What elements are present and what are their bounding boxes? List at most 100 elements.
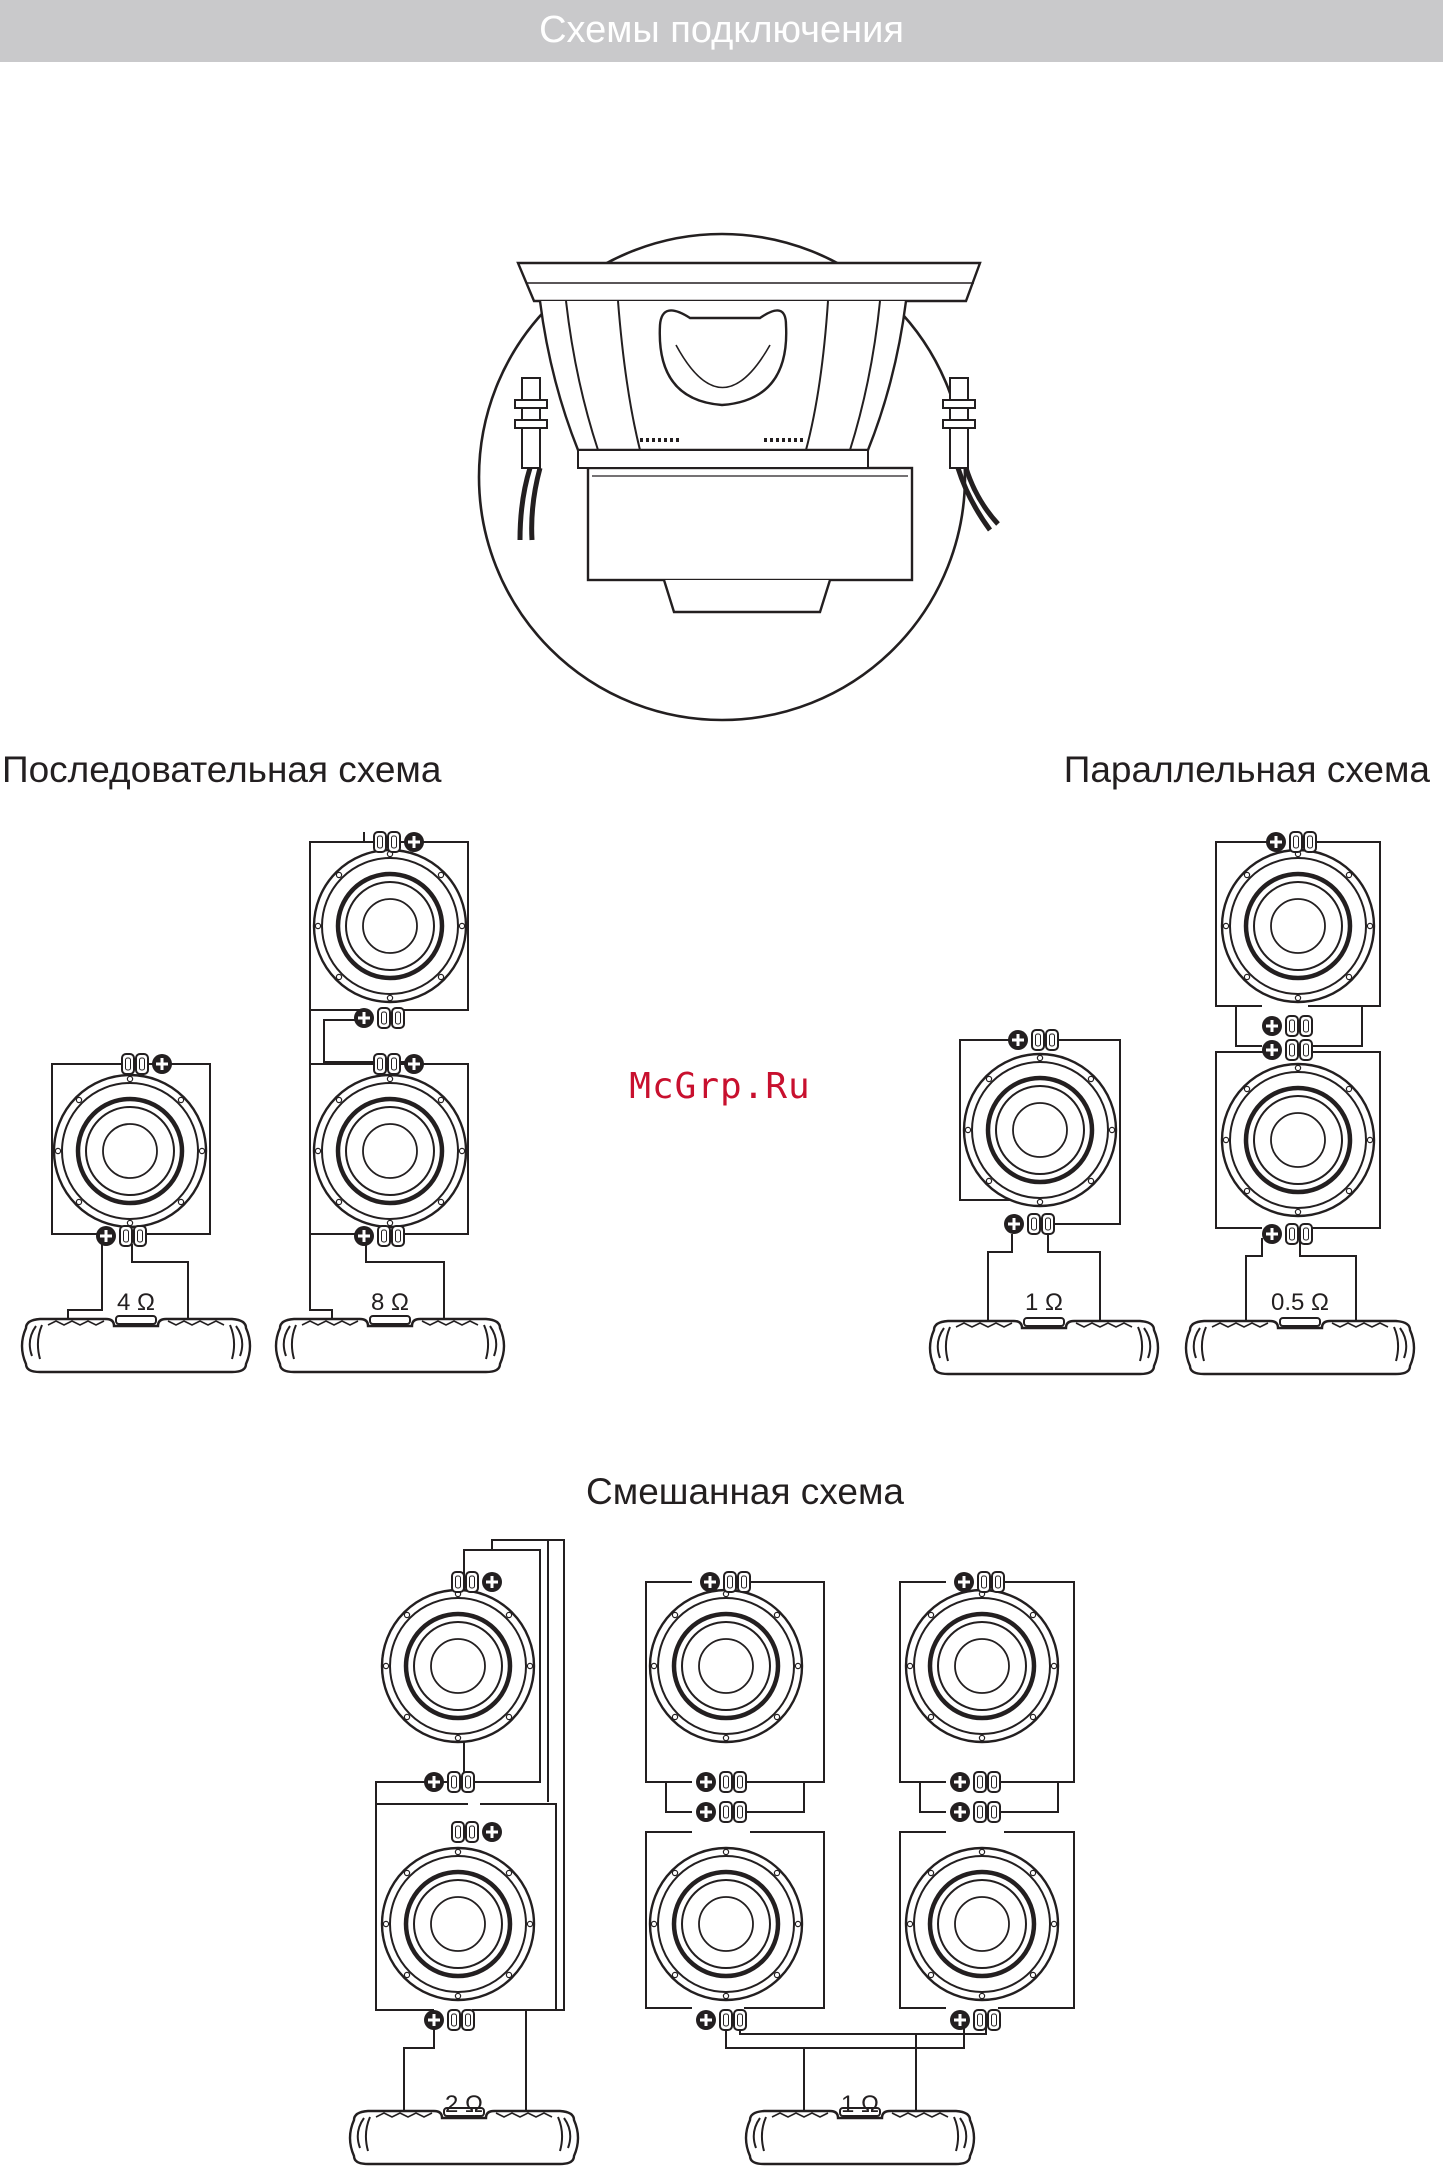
speaker-terminal-icon: [992, 1572, 1004, 1592]
speaker-terminal-icon: [388, 832, 400, 852]
speaker-terminal-icon: [392, 1008, 404, 1028]
speaker-terminal-icon: [738, 1572, 750, 1592]
speaker-icon: [650, 1590, 802, 1742]
series-single-diagram: 4 Ω: [22, 1054, 250, 1372]
speaker-terminal-icon: [974, 1772, 986, 1792]
plus-terminal-icon: [1262, 1016, 1282, 1036]
speaker-terminal-icon: [1032, 1030, 1044, 1050]
speaker-terminal-icon: [724, 1572, 736, 1592]
parallel-single-diagram: 1 Ω: [930, 1030, 1158, 1374]
speaker-terminal-icon: [1286, 1224, 1298, 1244]
speaker-terminal-icon: [1028, 1214, 1040, 1234]
speaker-terminal-icon: [974, 1802, 986, 1822]
speaker-terminal-icon: [462, 2010, 474, 2030]
impedance-label: 1 Ω: [841, 2091, 879, 2118]
plus-terminal-icon: [1262, 1224, 1282, 1244]
speaker-terminal-icon: [134, 1226, 146, 1246]
speaker-terminal-icon: [720, 2010, 732, 2030]
plus-terminal-icon: [1266, 832, 1286, 852]
speaker-icon: [382, 1590, 534, 1742]
speaker-icon: [1222, 850, 1374, 1002]
speaker-terminal-icon: [974, 2010, 986, 2030]
speaker-icon: [964, 1054, 1116, 1206]
speaker-terminal-icon: [136, 1054, 148, 1074]
speaker-terminal-icon: [988, 1772, 1000, 1792]
amplifier-icon: [22, 1316, 250, 1372]
mixed-series-diagram: 2 Ω: [350, 1540, 578, 2164]
plus-terminal-icon: [152, 1054, 172, 1074]
speaker-terminal-icon: [378, 1226, 390, 1246]
speaker-terminal-icon: [1286, 1040, 1298, 1060]
speaker-terminal-icon: [466, 1572, 478, 1592]
speaker-terminal-icon: [988, 1802, 1000, 1822]
plus-terminal-icon: [950, 1772, 970, 1792]
speaker-icon: [54, 1075, 206, 1227]
plus-terminal-icon: [950, 2010, 970, 2030]
speaker-terminal-icon: [1042, 1214, 1054, 1234]
parallel-double-diagram: 0.5 Ω: [1186, 832, 1414, 1374]
speaker-icon: [382, 1848, 534, 2000]
mixed-parallel-diagram: 1 Ω: [646, 1572, 1074, 2164]
speaker-terminal-icon: [1300, 1224, 1312, 1244]
speaker-icon: [314, 1075, 466, 1227]
impedance-label: 8 Ω: [371, 1289, 409, 1316]
subwoofer-closeup-icon: [479, 234, 998, 720]
speaker-terminal-icon: [378, 1008, 390, 1028]
speaker-terminal-icon: [734, 1802, 746, 1822]
amplifier-icon: [276, 1316, 504, 1372]
speaker-icon: [1222, 1064, 1374, 1216]
impedance-label: 0.5 Ω: [1271, 1289, 1329, 1316]
plus-terminal-icon: [424, 1772, 444, 1792]
amplifier-icon: [930, 1318, 1158, 1374]
speaker-terminal-icon: [734, 1772, 746, 1792]
plus-terminal-icon: [1008, 1030, 1028, 1050]
speaker-terminal-icon: [374, 1054, 386, 1074]
speaker-terminal-icon: [374, 832, 386, 852]
plus-terminal-icon: [354, 1226, 374, 1246]
plus-terminal-icon: [700, 1572, 720, 1592]
speaker-terminal-icon: [1046, 1030, 1058, 1050]
impedance-label: 4 Ω: [117, 1289, 155, 1316]
plus-terminal-icon: [696, 2010, 716, 2030]
speaker-terminal-icon: [720, 1802, 732, 1822]
plus-terminal-icon: [482, 1572, 502, 1592]
speaker-icon: [314, 850, 466, 1002]
plus-terminal-icon: [424, 2010, 444, 2030]
speaker-terminal-icon: [448, 2010, 460, 2030]
plus-terminal-icon: [482, 1822, 502, 1842]
speaker-terminal-icon: [462, 1772, 474, 1792]
speaker-terminal-icon: [120, 1226, 132, 1246]
plus-terminal-icon: [404, 832, 424, 852]
plus-terminal-icon: [404, 1054, 424, 1074]
plus-terminal-icon: [1004, 1214, 1024, 1234]
speaker-terminal-icon: [1304, 832, 1316, 852]
plus-terminal-icon: [696, 1772, 716, 1792]
speaker-icon: [906, 1590, 1058, 1742]
plus-terminal-icon: [1262, 1040, 1282, 1060]
plus-terminal-icon: [954, 1572, 974, 1592]
speaker-terminal-icon: [452, 1822, 464, 1842]
speaker-terminal-icon: [734, 2010, 746, 2030]
speaker-icon: [650, 1848, 802, 2000]
speaker-terminal-icon: [388, 1054, 400, 1074]
plus-terminal-icon: [696, 1802, 716, 1822]
series-double-diagram: 8 Ω: [276, 832, 504, 1372]
speaker-terminal-icon: [392, 1226, 404, 1246]
speaker-terminal-icon: [448, 1772, 460, 1792]
impedance-label: 2 Ω: [445, 2091, 483, 2118]
speaker-terminal-icon: [466, 1822, 478, 1842]
speaker-terminal-icon: [122, 1054, 134, 1074]
plus-terminal-icon: [354, 1008, 374, 1028]
amplifier-icon: [1186, 1318, 1414, 1374]
plus-terminal-icon: [96, 1226, 116, 1246]
speaker-terminal-icon: [1300, 1016, 1312, 1036]
speaker-terminal-icon: [1286, 1016, 1298, 1036]
impedance-label: 1 Ω: [1025, 1289, 1063, 1316]
speaker-terminal-icon: [720, 1772, 732, 1792]
speaker-terminal-icon: [452, 1572, 464, 1592]
speaker-terminal-icon: [978, 1572, 990, 1592]
speaker-terminal-icon: [1300, 1040, 1312, 1060]
speaker-terminal-icon: [1290, 832, 1302, 852]
speaker-icon: [906, 1848, 1058, 2000]
